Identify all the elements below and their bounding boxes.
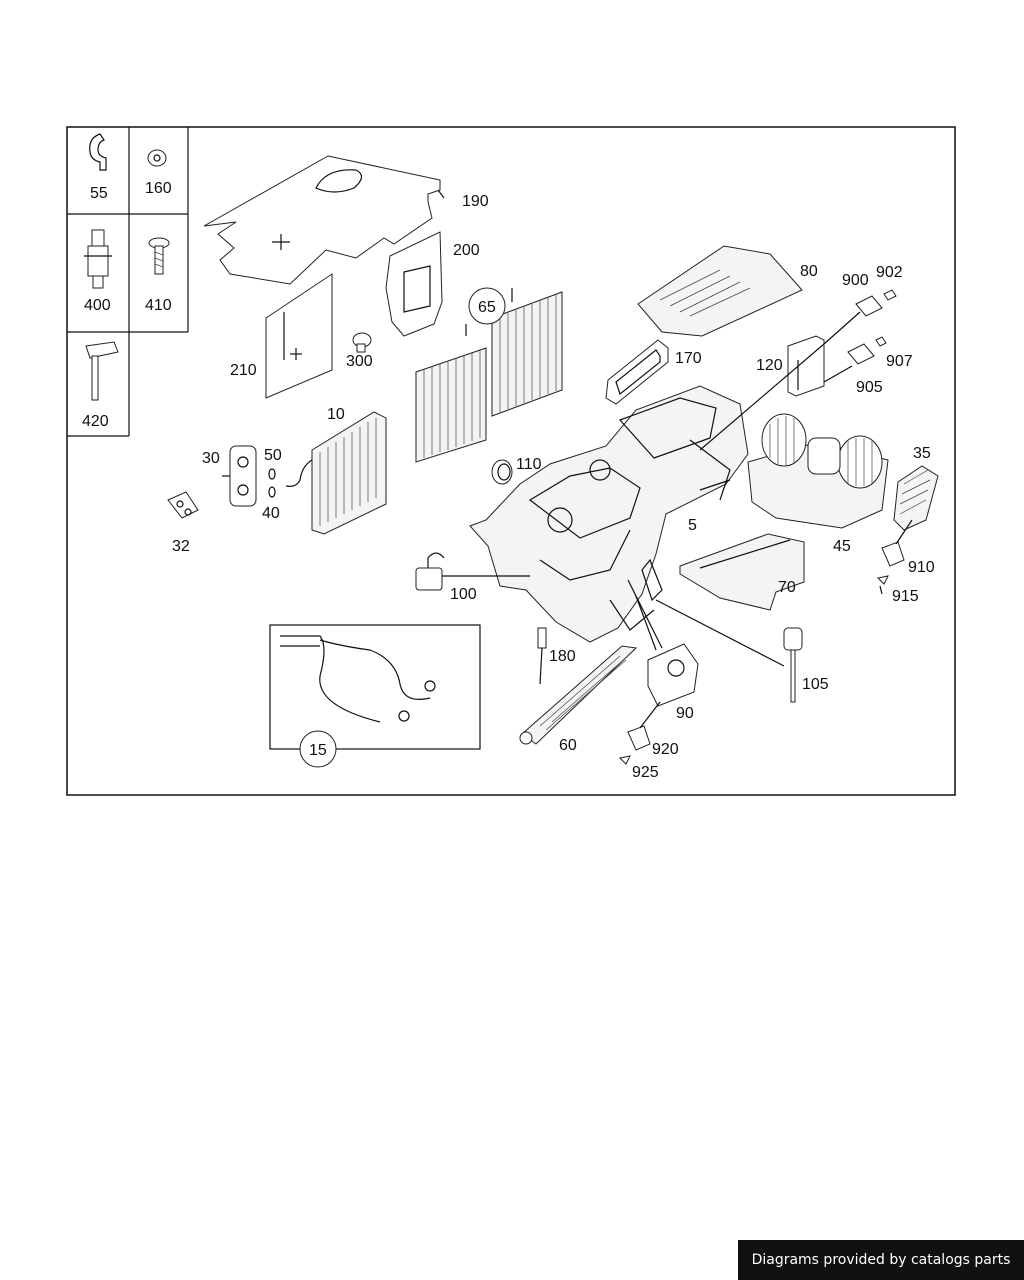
insulation-mat-190 (203, 155, 441, 285)
grommet-160-icon (147, 149, 167, 167)
leader-lines (437, 189, 825, 651)
callout-902: 902 (876, 264, 903, 281)
sensor-105 (655, 599, 803, 703)
callout-15: 15 (309, 742, 327, 759)
duct-panel-70 (679, 533, 805, 611)
callout-180: 180 (549, 648, 576, 665)
blower-resistor-35 (893, 465, 939, 531)
gasket-32 (167, 491, 199, 519)
sensor-420-icon (85, 341, 119, 401)
seal-200 (385, 231, 443, 337)
callout-200: 200 (453, 242, 480, 259)
cabin-filter-65 (415, 287, 563, 463)
actuator-90 (627, 579, 699, 707)
clip-300 (352, 332, 372, 353)
callout-105: 105 (802, 676, 829, 693)
callout-210: 210 (230, 362, 257, 379)
fastener-400-icon (84, 229, 112, 289)
callout-70: 70 (778, 579, 796, 596)
callout-160: 160 (145, 180, 172, 197)
sensor-100 (415, 552, 530, 591)
callout-300: 300 (346, 353, 373, 370)
callout-90: 90 (676, 705, 694, 722)
callout-32: 32 (172, 538, 190, 555)
heater-core-60 (519, 645, 638, 745)
callout-170: 170 (675, 350, 702, 367)
callout-905: 905 (856, 379, 883, 396)
callout-110: 110 (516, 456, 542, 473)
callout-907: 907 (886, 353, 913, 370)
callout-190: 190 (462, 193, 489, 210)
callout-30: 30 (202, 450, 220, 467)
clip-55-icon (89, 133, 107, 171)
evaporator-10 (285, 411, 387, 535)
callout-915: 915 (892, 588, 919, 605)
callout-80: 80 (800, 263, 818, 280)
sensor-920-925 (618, 701, 661, 765)
callout-910: 910 (908, 559, 935, 576)
hvac-housing-5 (469, 385, 749, 643)
small-parts-grid (67, 127, 189, 437)
callout-925: 925 (632, 764, 659, 781)
diagram-credit-banner: Diagrams provided by catalogs parts (738, 1240, 1024, 1280)
callout-400: 400 (84, 297, 111, 314)
cap-110 (491, 459, 513, 485)
sensor-180 (537, 627, 547, 685)
callout-35: 35 (913, 445, 931, 462)
callout-900: 900 (842, 272, 869, 289)
callout-45: 45 (833, 538, 851, 555)
control-unit-120 (787, 335, 825, 397)
callout-410: 410 (145, 297, 172, 314)
callout-120: 120 (756, 357, 783, 374)
o-rings-40-50 (268, 468, 276, 498)
callout-100: 100 (450, 586, 477, 603)
sensors-900-907 (823, 289, 897, 383)
callout-40: 40 (262, 505, 280, 522)
callout-65: 65 (478, 299, 496, 316)
callout-420: 420 (82, 413, 109, 430)
panel-210 (265, 273, 333, 399)
callout-labels: 55 160 400 410 420 190 200 210 300 65 10… (82, 180, 935, 781)
callout-50: 50 (264, 447, 282, 464)
gasket-170 (605, 339, 669, 405)
callout-5: 5 (688, 517, 697, 534)
expansion-valve-30 (222, 445, 257, 507)
housing-cover-80 (637, 245, 803, 337)
callout-55: 55 (90, 185, 108, 202)
callout-10: 10 (327, 406, 345, 423)
hose-kit-15 (269, 624, 481, 768)
blower-motor-45 (747, 413, 889, 529)
callout-920: 920 (652, 741, 679, 758)
screw-410-icon (148, 237, 170, 275)
sensor-910-915 (876, 519, 913, 595)
callout-60: 60 (559, 737, 577, 754)
